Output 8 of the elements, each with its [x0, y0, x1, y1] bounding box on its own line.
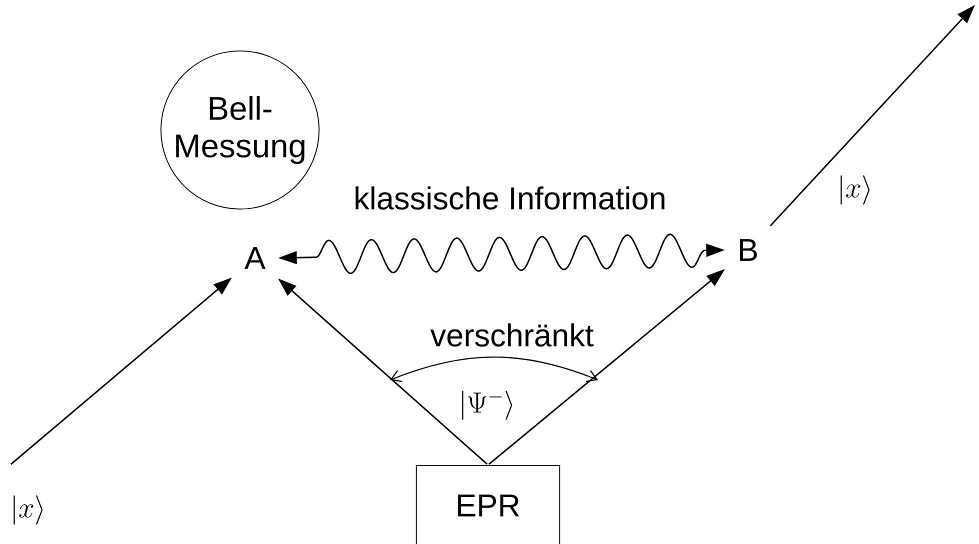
state-label: $|x\rangle$	[840, 175, 870, 205]
station-label: B	[740, 239, 757, 261]
source-box: EPR	[416, 465, 560, 544]
station-label: A	[244, 247, 266, 269]
arc-label: verschränkt	[430, 323, 594, 347]
state-label: $|x\rangle$	[14, 495, 43, 525]
state-label: $|\Psi^-\rangle$	[462, 390, 512, 420]
edge-label: klassische Information	[356, 186, 664, 210]
